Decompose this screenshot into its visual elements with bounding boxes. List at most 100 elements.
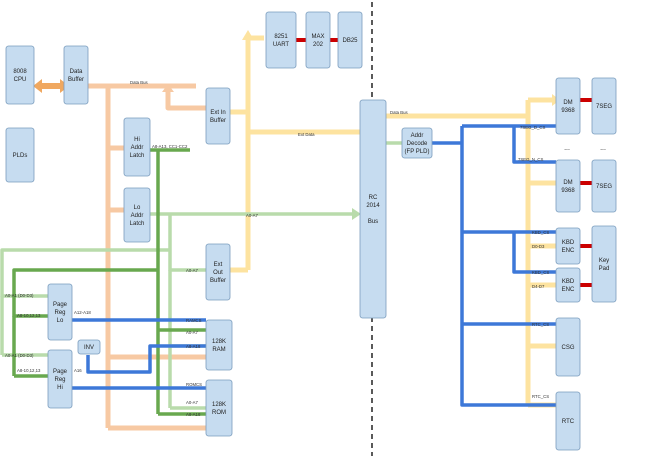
block-box [555, 267, 581, 303]
block-box [591, 225, 617, 303]
block-box [123, 187, 151, 243]
label-a8-a13: A8-A13, CC1-CC2 [152, 144, 188, 149]
block-label: Hi [57, 385, 63, 391]
block-kbd1: KBD ENC [555, 227, 581, 265]
block-db25: DB25 [337, 11, 363, 69]
block-inv: INV [77, 339, 101, 355]
block-label: Pad [599, 266, 610, 272]
block-label: DB25 [342, 38, 358, 44]
label-a0-a7-rom: A0-A7 [186, 400, 199, 405]
block-label: Out [213, 270, 223, 276]
block-label: CPU [14, 77, 27, 83]
block-label: Buffer [210, 278, 226, 284]
block-box [47, 283, 73, 341]
block-label: Latch [130, 221, 145, 227]
block-label: KBD [562, 240, 575, 246]
block-label: Lo [134, 205, 141, 211]
block-box [555, 227, 581, 265]
label-a0-a7-ram: A0-A7 [186, 330, 199, 335]
block-label: 9368 [561, 108, 575, 114]
label-a8-a18-ram: A8-A18 [186, 344, 201, 349]
address-low-bus [0, 141, 402, 410]
block-label: KBD [562, 279, 575, 285]
block-box [359, 99, 387, 319]
block-box [305, 11, 331, 69]
block-label: PLDs [13, 153, 28, 159]
block-label: Ext [214, 262, 223, 268]
block-box [555, 391, 581, 451]
block-label: Addr [411, 133, 424, 139]
chip-select-lines [72, 124, 556, 407]
block-label: 8251 [274, 34, 288, 40]
block-label: (FP PLD) [405, 149, 430, 155]
label-a0-a1-hi: A0-A1 (D0-D3) [5, 353, 34, 358]
block-box [77, 339, 101, 355]
address-high-bus [12, 148, 206, 416]
red-links [296, 38, 592, 287]
label-ramcs: RAMCS [186, 318, 202, 323]
ext-data-bus [230, 35, 556, 408]
block-box [205, 87, 231, 145]
block-label: RTC [562, 419, 575, 425]
block-dm1: DM 9368 [555, 77, 581, 135]
label-d0-d3: D0-D3 [532, 244, 545, 249]
block-label: INV [84, 345, 94, 351]
block-label: ENC [562, 248, 575, 254]
label-a8-hi: A8-10,12,13 [17, 368, 41, 373]
label-a0-a7-bus: A0-A7 [246, 213, 259, 218]
block-label: 9368 [561, 188, 575, 194]
block-label: Latch [130, 153, 145, 159]
label-seg-n-cs: 7SEG_N_CS [518, 157, 543, 162]
label-data-bus-left: Data Bus [130, 80, 148, 85]
label-data-bus-right: Data Bus [390, 110, 408, 115]
label-d4-d7: D4-D7 [532, 284, 545, 289]
block-label: RC [369, 195, 378, 201]
block-label: 128K [212, 339, 226, 345]
block-label: Addr [131, 145, 144, 151]
block-label: Decode [407, 141, 428, 147]
address-low-arrow-bus [352, 208, 361, 220]
ellipsis-marker-2: ... [600, 145, 606, 152]
block-label: RAM [212, 347, 225, 353]
block-box [401, 127, 433, 159]
block-box [337, 11, 363, 69]
block-ram: 128K RAM [205, 319, 233, 371]
block-box [205, 243, 231, 301]
block-label: 128K [212, 402, 226, 408]
label-a12-a18: A12-A18 [74, 310, 91, 315]
block-label: 7SEG [596, 104, 612, 110]
block-label: Bus [368, 219, 378, 225]
block-label: Reg [54, 310, 65, 316]
block-label: Page [53, 302, 68, 308]
block-seg1: 7SEG [591, 77, 617, 135]
block-box [205, 319, 233, 371]
block-label: Lo [57, 318, 64, 324]
block-box [265, 11, 297, 69]
block-box [555, 317, 581, 377]
block-label: Buffer [210, 118, 226, 124]
block-label: 7SEG [596, 184, 612, 190]
label-ext-data: Ext Data [298, 132, 315, 137]
block-label: DM [563, 100, 572, 106]
block-box [205, 379, 233, 437]
block-label: Hi [134, 137, 140, 143]
block-box [591, 159, 617, 213]
label-seg-cs: 7SEG_D_CS [520, 125, 545, 130]
label-a8-a18-rom: A8-A18 [186, 412, 201, 417]
block-label: 202 [313, 42, 324, 48]
label-a8-lo: A8-10,12,13 [17, 313, 41, 318]
